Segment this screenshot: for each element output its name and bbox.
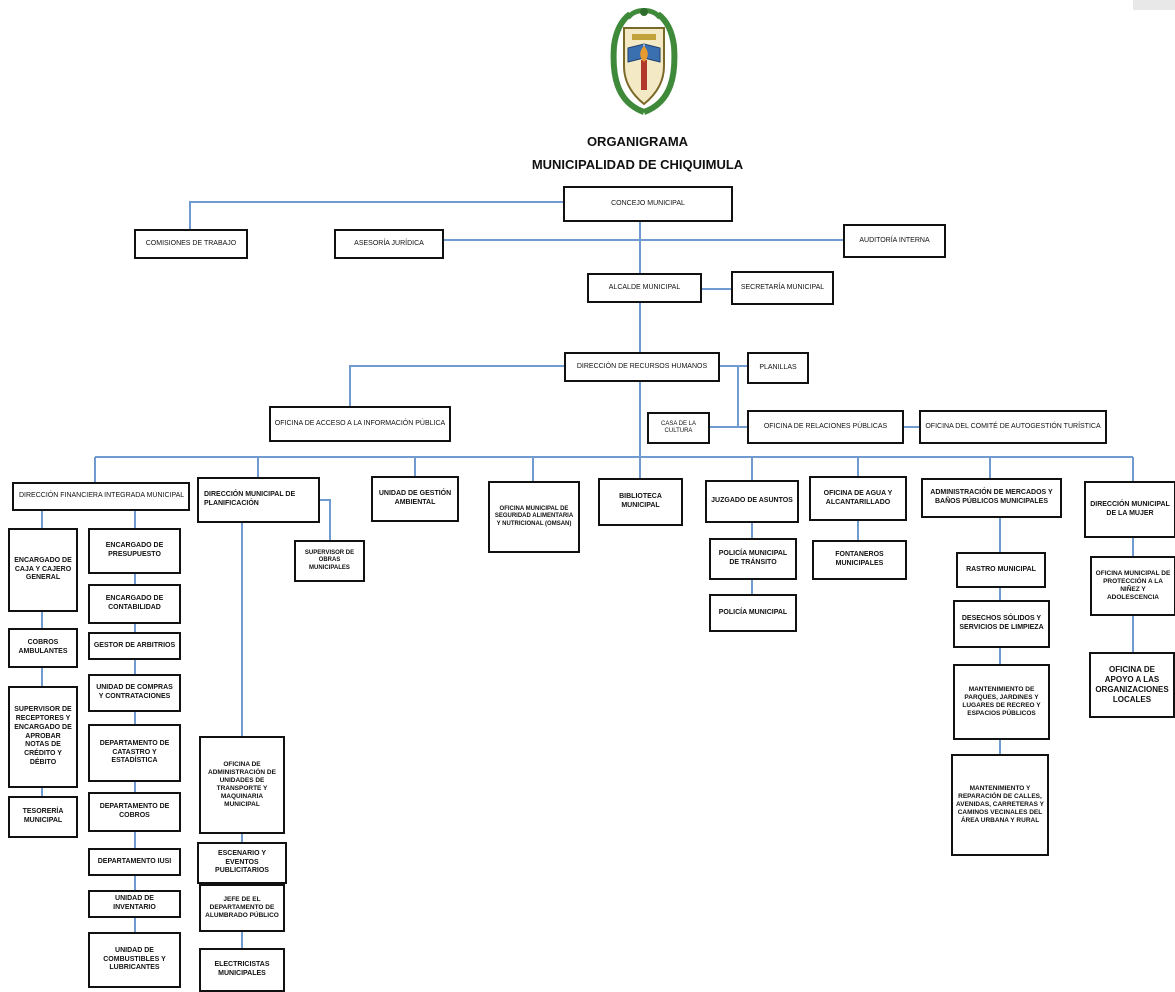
node-planillas: PLANILLAS	[747, 352, 809, 384]
node-rastro: RASTRO MUNICIPAL	[956, 552, 1046, 588]
node-seguridad-alimentaria: OFICINA MUNICIPAL DE SEGURIDAD ALIMENTAR…	[488, 481, 580, 553]
node-casa-cultura: CASA DE LA CULTURA	[647, 412, 710, 444]
node-calles: MANTENIMIENTO Y REPARACIÓN DE CALLES, AV…	[951, 754, 1049, 856]
node-gestion-ambiental: UNIDAD DE GESTIÓN AMBIENTAL	[371, 476, 459, 522]
node-catastro: DEPARTAMENTO DE CATASTRO Y ESTADÍSTICA	[88, 724, 181, 782]
node-autogestion-turistica: OFICINA DEL COMITÉ DE AUTOGESTIÓN TURÍST…	[919, 410, 1107, 444]
chart-title: ORGANIGRAMA	[586, 134, 689, 149]
node-secretaria-municipal: SECRETARÍA MUNICIPAL	[731, 271, 834, 305]
node-electricistas: ELECTRICISTAS MUNICIPALES	[199, 948, 285, 992]
node-cobros-ambulantes: COBROS AMBULANTES	[8, 628, 78, 668]
node-agua-alcantarillado: OFICINA DE AGUA Y ALCANTARILLADO	[809, 476, 907, 521]
node-departamento-cobros: DEPARTAMENTO DE COBROS	[88, 792, 181, 832]
node-supervisor-obras: SUPERVISOR DE OBRAS MUNICIPALES	[294, 540, 365, 582]
node-policia-municipal: POLICÍA MUNICIPAL	[709, 594, 797, 632]
node-comisiones-trabajo: COMISIONES DE TRABAJO	[134, 229, 248, 259]
node-concejo-municipal: CONCEJO MUNICIPAL	[563, 186, 733, 222]
node-acceso-informacion: OFICINA DE ACCESO A LA INFORMACIÓN PÚBLI…	[269, 406, 451, 442]
node-transporte-maquinaria: OFICINA DE ADMINISTRACIÓN DE UNIDADES DE…	[199, 736, 285, 834]
node-jardines: MANTENIMIENTO DE PARQUES, JARDINES Y LUG…	[953, 664, 1050, 740]
node-ninez-adolescencia: OFICINA MUNICIPAL DE PROTECCIÓN A LA NIÑ…	[1090, 556, 1175, 616]
node-supervisor-receptores: SUPERVISOR DE RECEPTORES Y ENCARGADO DE …	[8, 686, 78, 788]
node-dafim: DIRECCIÓN FINANCIERA INTEGRADA MUNICIPAL	[12, 482, 190, 511]
chart-subtitle: MUNICIPALIDAD DE CHIQUIMULA	[531, 157, 744, 172]
node-caja: ENCARGADO DE CAJA Y CAJERO GENERAL	[8, 528, 78, 612]
node-alcalde-municipal: ALCALDE MUNICIPAL	[587, 273, 702, 303]
node-planificacion: DIRECCIÓN MUNICIPAL DE PLANIFICACIÓN	[197, 477, 320, 523]
node-tesoreria: TESORERÍA MUNICIPAL	[8, 796, 78, 838]
node-alumbrado: JEFE DE EL DEPARTAMENTO DE ALUMBRADO PÚB…	[199, 884, 285, 932]
node-presupuesto: ENCARGADO DE PRESUPUESTO	[88, 528, 181, 574]
node-contabilidad: ENCARGADO DE CONTABILIDAD	[88, 584, 181, 624]
node-inventario: UNIDAD DE INVENTARIO	[88, 890, 181, 918]
node-juzgado-asuntos: JUZGADO DE ASUNTOS	[705, 480, 799, 523]
node-arbitrios: GESTOR DE ARBITRIOS	[88, 632, 181, 660]
node-compras: UNIDAD DE COMPRAS Y CONTRATACIONES	[88, 674, 181, 712]
node-desechos: DESECHOS SÓLIDOS Y SERVICIOS DE LIMPIEZA	[953, 600, 1050, 648]
node-biblioteca: BIBLIOTECA MUNICIPAL	[598, 478, 683, 526]
node-transito: POLICÍA MUNICIPAL DE TRÁNSITO	[709, 538, 797, 580]
municipal-crest-logo	[610, 8, 678, 115]
node-combustibles: UNIDAD DE COMBUSTIBLES Y LUBRICANTES	[88, 932, 181, 988]
node-direccion-mujer: DIRECCIÓN MUNICIPAL DE LA MUJER	[1084, 481, 1175, 538]
node-iusi: DEPARTAMENTO IUSI	[88, 848, 181, 876]
node-eventos: ESCENARIO Y EVENTOS PUBLICITARIOS	[197, 842, 287, 884]
corner-mark	[1133, 0, 1175, 10]
node-recursos-humanos: DIRECCIÓN DE RECURSOS HUMANOS	[564, 352, 720, 382]
node-apoyo-organizaciones: OFICINA DE APOYO A LAS ORGANIZACIONES LO…	[1089, 652, 1175, 718]
node-auditoria-interna: AUDITORÍA INTERNA	[843, 224, 946, 258]
node-relaciones-publicas: OFICINA DE RELACIONES PÚBLICAS	[747, 410, 904, 444]
node-mercados: ADMINISTRACIÓN DE MERCADOS Y BAÑOS PÚBLI…	[921, 478, 1062, 518]
node-asesoria-juridica: ASESORÍA JURÍDICA	[334, 229, 444, 259]
node-fontaneros: FONTANEROS MUNICIPALES	[812, 540, 907, 580]
